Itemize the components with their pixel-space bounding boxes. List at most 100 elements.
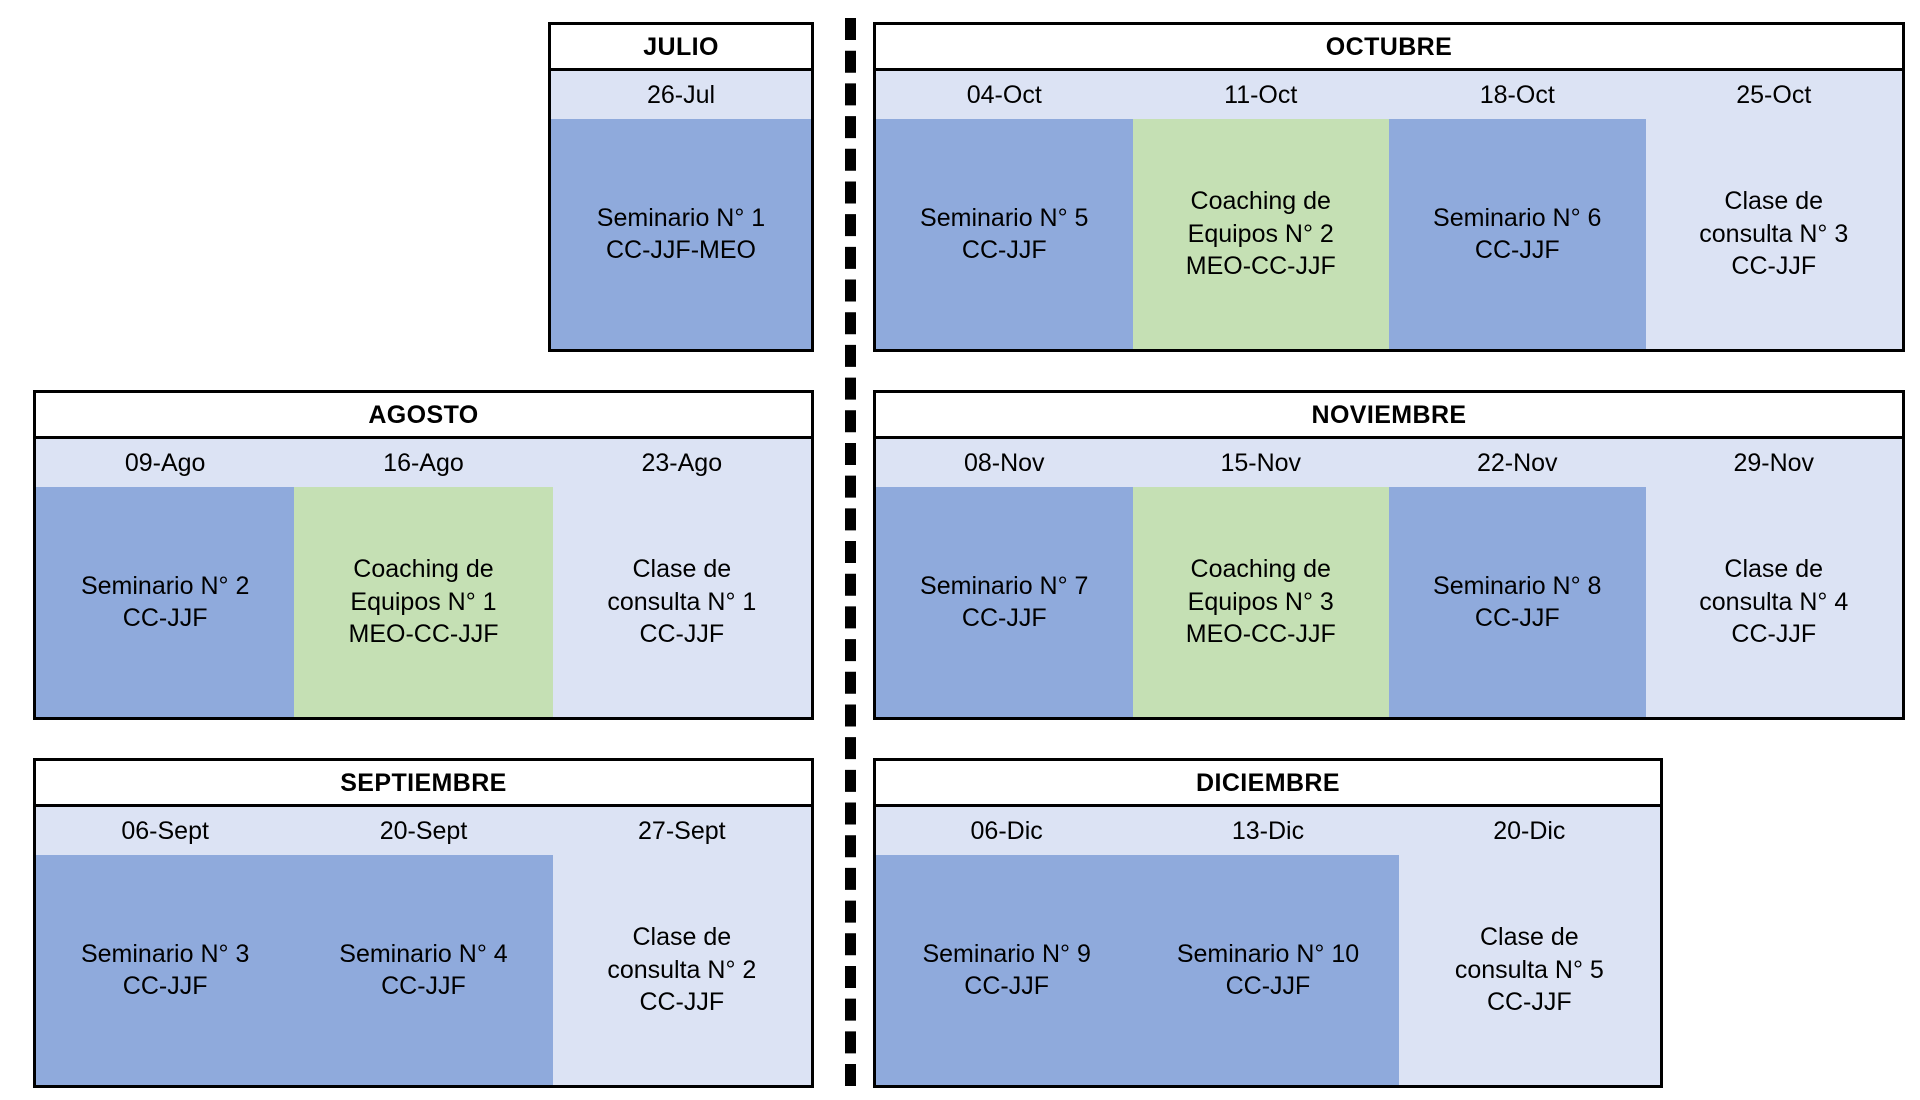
activity-line: Equipos N° 2	[1187, 219, 1334, 248]
activity-cell-seminario[interactable]: Seminario N° 5 CC-JJF	[876, 119, 1133, 349]
month-title-octubre: OCTUBRE	[876, 25, 1902, 71]
activity-line: MEO-CC-JJF	[1185, 620, 1336, 649]
activity-cell-seminario[interactable]: Seminario N° 7 CC-JJF	[876, 487, 1133, 717]
activity-line: Equipos N° 3	[1187, 587, 1334, 616]
activity-line: CC-JJF	[1486, 988, 1572, 1017]
activity-line: CC-JJF	[1731, 620, 1817, 649]
month-title-agosto: AGOSTO	[36, 393, 811, 439]
month-title-septiembre: SEPTIEMBRE	[36, 761, 811, 807]
activity-line: Seminario N° 7	[920, 571, 1089, 600]
week-date-label: 25-Oct	[1645, 71, 1902, 119]
activity-line: consulta N° 5	[1454, 955, 1604, 984]
activity-cell-consulta[interactable]: Clase de consulta N° 5 CC-JJF	[1398, 855, 1660, 1085]
activity-cell-consulta[interactable]: Clase de consulta N° 3 CC-JJF	[1645, 119, 1902, 349]
activity-line: Clase de	[1724, 187, 1824, 216]
activity-line: CC-JJF	[961, 604, 1047, 632]
week-date-label: 20-Dic	[1398, 807, 1660, 855]
week-date-label: 29-Nov	[1645, 439, 1902, 487]
activity-cell-seminario[interactable]: Seminario N° 4 CC-JJF	[294, 855, 553, 1085]
week-date-label: 16-Ago	[294, 439, 553, 487]
week-date-label: 23-Ago	[552, 439, 811, 487]
activity-cell-seminario[interactable]: Seminario N° 9 CC-JJF	[876, 855, 1138, 1085]
activity-line: Seminario N° 6	[1433, 203, 1602, 232]
activity-line: CC-JJF	[381, 972, 466, 1000]
week-date-label: 13-Dic	[1137, 807, 1399, 855]
activity-line: Seminario N° 1	[596, 203, 766, 232]
column-divider	[845, 18, 856, 1086]
month-title-noviembre: NOVIEMBRE	[876, 393, 1902, 439]
activity-line: CC-JJF	[964, 972, 1050, 1000]
activity-line: MEO-CC-JJF	[348, 620, 499, 649]
activity-line: Clase de	[1479, 923, 1579, 952]
week-date-label: 06-Sept	[36, 807, 295, 855]
week-date-label: 27-Sept	[552, 807, 811, 855]
activity-line: CC-JJF	[639, 988, 725, 1017]
week-date-label: 20-Sept	[294, 807, 553, 855]
activity-line: Seminario N° 3	[80, 939, 250, 968]
activity-cell-seminario[interactable]: Seminario N° 10 CC-JJF	[1137, 855, 1399, 1085]
week-date-label: 22-Nov	[1389, 439, 1646, 487]
activity-line: CC-JJF	[122, 604, 208, 632]
activity-line: Clase de	[632, 923, 732, 952]
week-date-label: 06-Dic	[876, 807, 1138, 855]
activity-line: CC-JJF-MEO	[606, 236, 756, 264]
month-title-diciembre: DICIEMBRE	[876, 761, 1660, 807]
activity-line: Seminario N° 10	[1176, 939, 1360, 968]
activity-line: Coaching de	[1190, 187, 1331, 216]
week-date-label: 11-Oct	[1132, 71, 1389, 119]
activity-line: Clase de	[632, 555, 732, 584]
activity-line: CC-JJF	[961, 236, 1047, 264]
week-date-label: 26-Jul	[551, 71, 811, 119]
activity-line: consulta N° 4	[1699, 587, 1849, 616]
activity-line: Seminario N° 9	[922, 939, 1091, 968]
activity-line: Seminario N° 4	[339, 939, 508, 968]
activity-line: consulta N° 3	[1699, 219, 1849, 248]
activity-line: CC-JJF	[1225, 972, 1311, 1000]
week-date-label: 08-Nov	[876, 439, 1133, 487]
activity-line: Seminario N° 5	[920, 203, 1089, 232]
month-title-julio: JULIO	[551, 25, 811, 71]
week-date-label: 15-Nov	[1132, 439, 1389, 487]
activity-cell-seminario[interactable]: Seminario N° 6 CC-JJF	[1389, 119, 1646, 349]
activity-line: CC-JJF	[1474, 236, 1560, 264]
activity-line: CC-JJF	[1731, 252, 1817, 281]
activity-cell-seminario[interactable]: Seminario N° 1 CC-JJF-MEO	[551, 119, 811, 349]
